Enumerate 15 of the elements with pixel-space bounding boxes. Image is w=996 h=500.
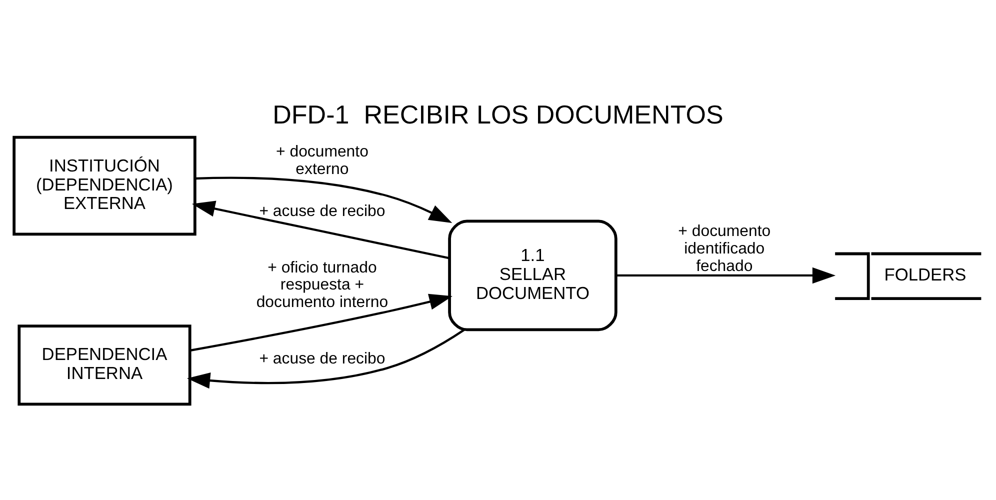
- diagram-title: DFD-1 RECIBIR LOS DOCUMENTOS: [272, 98, 724, 129]
- arrow: [186, 328, 465, 388]
- edge-label: + documento identificado fechado: [678, 222, 771, 274]
- edge-label: + acuse de recibo: [259, 350, 386, 367]
- arrow: [190, 293, 452, 352]
- arrow: [616, 266, 836, 284]
- arrow: [194, 176, 452, 223]
- node-box: 1.1 SELLAR DOCUMENTO: [448, 219, 618, 331]
- node-box: INSTITUCIÓN (DEPENDENCIA) EXTERNA: [12, 135, 196, 236]
- arrow: [192, 200, 450, 259]
- edge-label: + documento externo: [276, 143, 368, 178]
- edge-label: + oficio turnado respuesta + documento interno: [256, 258, 388, 310]
- node-text: FOLDERS: [884, 264, 966, 284]
- edge-label: + acuse de recibo: [259, 202, 386, 220]
- node-box: DEPENDENCIA INTERNA: [18, 324, 192, 406]
